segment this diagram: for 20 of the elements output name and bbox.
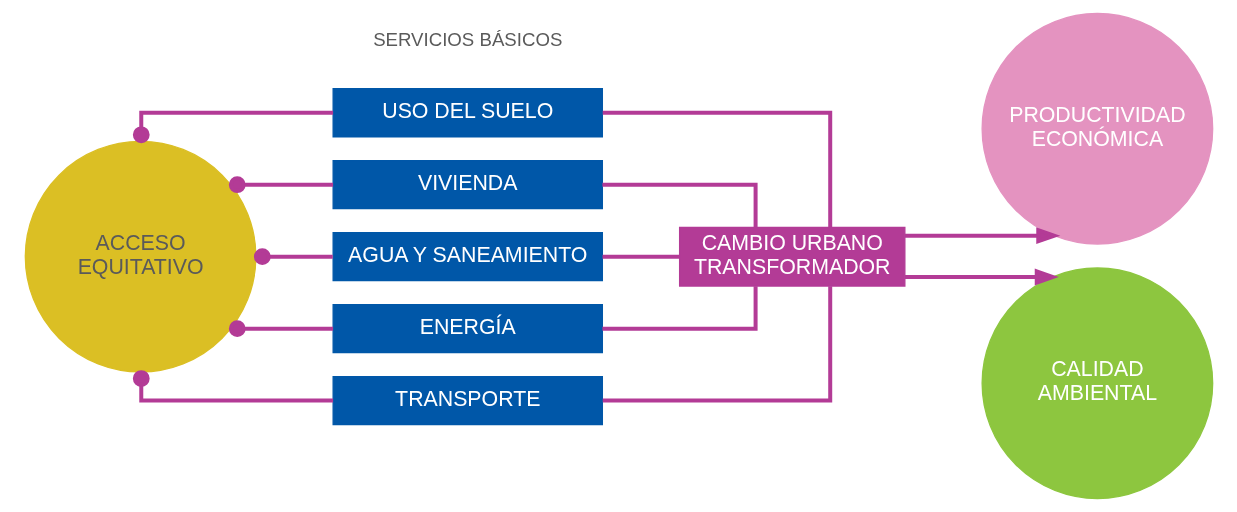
node-box: AGUA Y SANEAMIENTO: [332, 232, 603, 282]
connector: [228, 320, 333, 337]
connector: [602, 286, 832, 403]
node-box: USO DEL SUELO: [332, 88, 603, 138]
connector: [601, 286, 758, 331]
connector: [228, 176, 333, 194]
connector: [602, 110, 832, 228]
node-circle: ACCESO EQUITATIVO: [24, 140, 257, 373]
node-box: CAMBIO URBANO TRANSFORMADOR: [678, 226, 905, 287]
label: SERVICIOS BÁSICOS: [372, 28, 562, 50]
connector: [132, 370, 333, 403]
connector: [601, 182, 758, 227]
connector: [602, 254, 679, 259]
node-box: TRANSPORTE: [332, 375, 603, 426]
connector: [253, 248, 333, 266]
connector: [132, 110, 333, 144]
arrow: [904, 268, 1059, 286]
arrow: [904, 227, 1060, 245]
node-box: ENERGÍA: [332, 303, 603, 354]
node-box: VIVIENDA: [332, 160, 603, 210]
